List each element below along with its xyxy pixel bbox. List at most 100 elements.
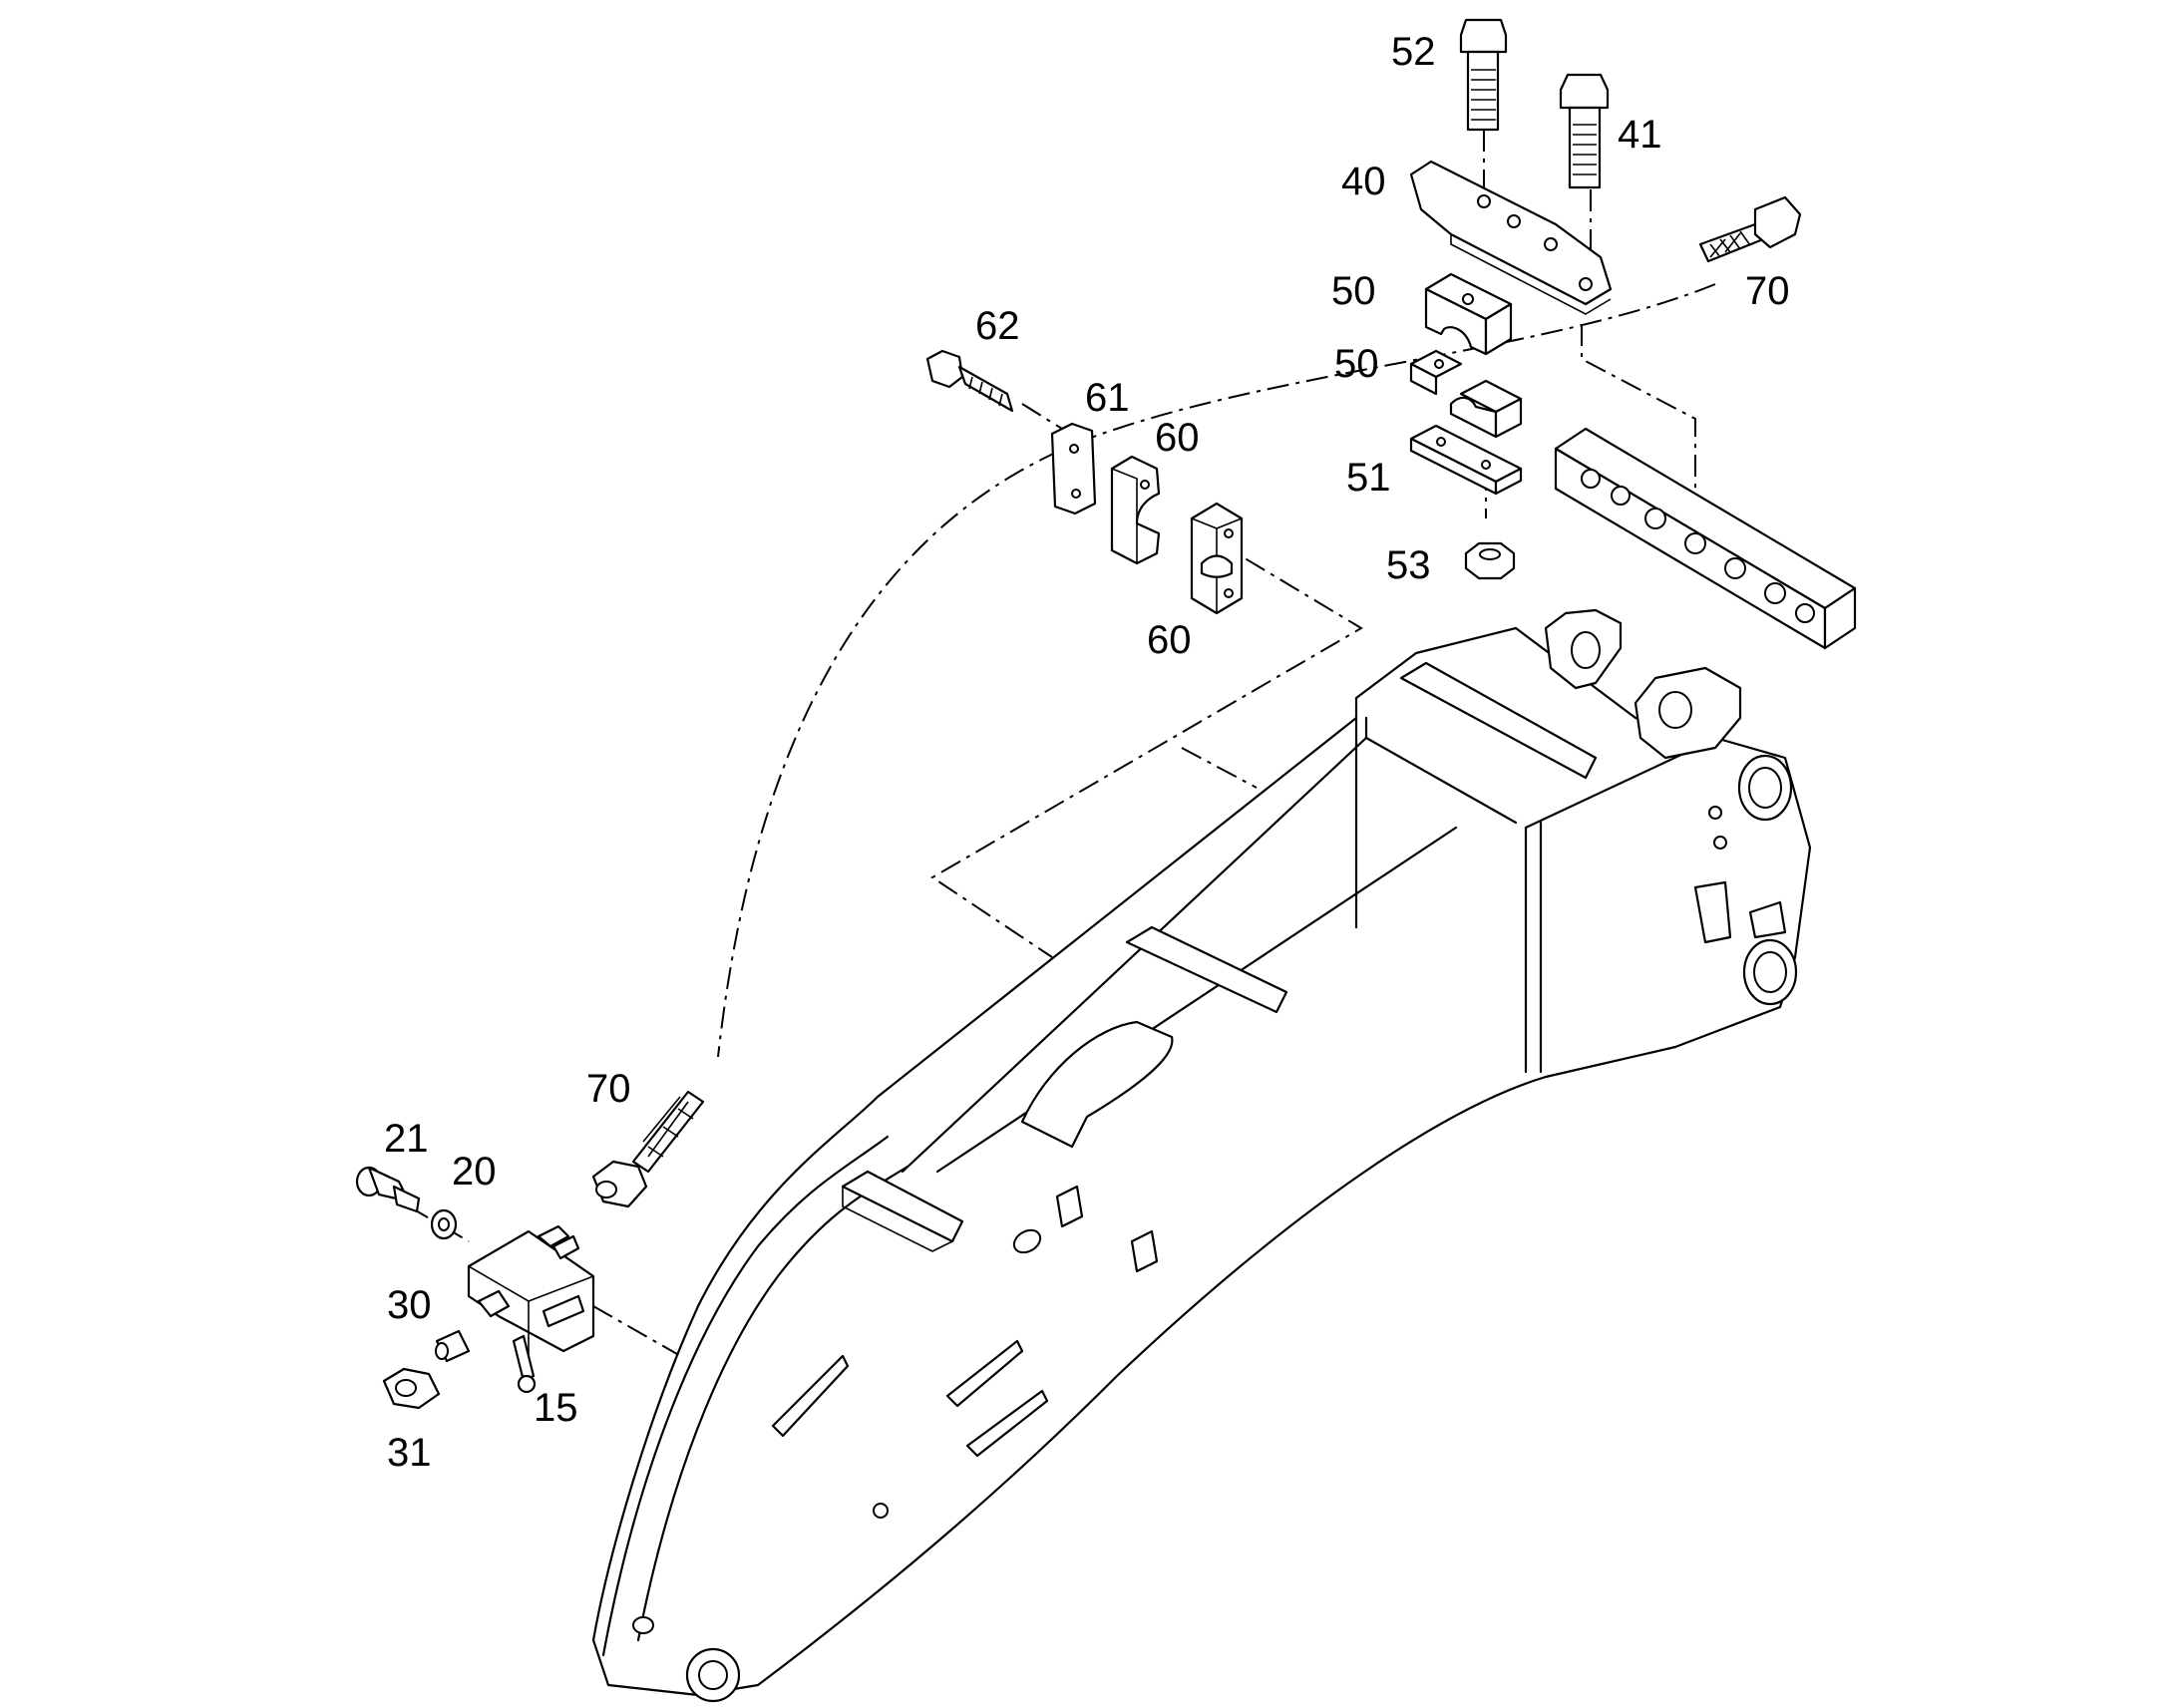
hose-fitting-70-bottom — [591, 1090, 705, 1208]
label-30: 30 — [387, 1283, 432, 1327]
side-rail-1 — [771, 1354, 850, 1438]
label-61: 61 — [1085, 376, 1130, 420]
head-bracket-left-hole — [1571, 631, 1601, 669]
fitting-70-top-knurl — [1709, 230, 1751, 258]
adapter-30-bore — [435, 1342, 449, 1360]
bolt-41-shank — [1568, 106, 1602, 189]
nut-31-hole — [395, 1379, 417, 1397]
boom-side-ridge — [935, 826, 1458, 1174]
side-clip-2 — [1130, 1229, 1159, 1273]
clamp-60b-hole-1 — [1224, 528, 1234, 538]
rail-hole-7 — [1795, 603, 1815, 623]
nut-53 — [1464, 541, 1516, 580]
rail-hole-6 — [1764, 582, 1786, 604]
side-lug — [1693, 880, 1732, 944]
bolt-62-thread — [968, 376, 1003, 407]
nut-53-body — [1464, 541, 1516, 580]
plate-51-side — [1494, 467, 1523, 496]
bolt21-axis-line — [408, 1205, 470, 1242]
rail-top — [1554, 427, 1857, 610]
label-21: 21 — [384, 1117, 429, 1161]
valve-block-15 — [467, 1224, 595, 1394]
boom-body — [591, 626, 1812, 1697]
clamp-block-50-upper — [1424, 272, 1513, 356]
side-rail-2 — [945, 1339, 1024, 1408]
boom-head-top — [1524, 751, 1687, 830]
bolt-41 — [1559, 73, 1610, 189]
clamp-60b-groove — [1200, 554, 1234, 578]
plate-40-hole-2 — [1507, 214, 1521, 228]
clamp-block-50-lower — [1409, 349, 1523, 439]
label-15: 15 — [534, 1386, 578, 1430]
label-40: 40 — [1341, 160, 1386, 203]
rail-hole-3 — [1644, 508, 1666, 529]
plate-40-hole-4 — [1579, 277, 1593, 291]
clamp-60b-hole-2 — [1224, 588, 1234, 598]
label-31: 31 — [387, 1431, 432, 1475]
side-block — [1748, 900, 1787, 939]
boom-box-top — [1364, 736, 1518, 825]
plate-51 — [1409, 424, 1523, 496]
block-50b-right-side — [1494, 397, 1523, 439]
label-20: 20 — [452, 1150, 497, 1194]
nut-53-hole — [1479, 548, 1501, 560]
clamp-half-60-upper — [1110, 455, 1161, 565]
boom-web-opening — [1020, 1020, 1174, 1149]
clamp-60a-hole — [1140, 480, 1150, 490]
bolt-62 — [925, 349, 1014, 413]
cross-plate-lower-edge — [842, 1187, 953, 1252]
plate-61-hole-1 — [1069, 444, 1079, 454]
fitting-70-top-hex — [1753, 195, 1802, 249]
valve-15-slot — [542, 1294, 585, 1328]
clamp-60a-body — [1110, 455, 1161, 565]
valve-15-port — [537, 1224, 570, 1248]
block-50a-hole — [1462, 293, 1474, 305]
plate-51-hole-1 — [1436, 437, 1446, 447]
fitting-70-bottom-body — [631, 1090, 705, 1174]
pivot-eye-upper-hole — [1748, 767, 1782, 809]
label-50-lower: 50 — [1334, 342, 1379, 386]
head-bracket-right-hole — [1658, 691, 1692, 729]
bolt-62-head — [925, 349, 964, 389]
valve-to-boom-line — [557, 1285, 699, 1367]
block-50a-side — [1484, 302, 1513, 356]
plate-40 — [1409, 160, 1613, 315]
perforated-rail — [1554, 427, 1857, 650]
label-53: 53 — [1386, 543, 1431, 587]
label-70-top: 70 — [1745, 269, 1790, 313]
hose-fitting-70-top — [1698, 195, 1802, 263]
side-clip-1 — [1055, 1185, 1084, 1228]
side-hole-1 — [1708, 806, 1722, 820]
side-boss — [873, 1503, 889, 1519]
hose-route-line — [717, 283, 1716, 1058]
valve-15-lever — [512, 1334, 536, 1383]
bolt-21 — [355, 1166, 421, 1213]
foot-pin — [632, 1616, 654, 1634]
side-rail-3 — [965, 1389, 1049, 1458]
label-52: 52 — [1391, 30, 1436, 74]
clamp-to-rail-line — [1581, 324, 1696, 509]
plate-51-hole-2 — [1481, 460, 1491, 470]
label-50-upper: 50 — [1331, 269, 1376, 313]
cross-plate-top — [1399, 661, 1598, 780]
boom-inner-line — [1181, 747, 1258, 789]
bolt-52-head — [1459, 18, 1508, 54]
valve-15-side-port — [477, 1289, 511, 1318]
bolt-52 — [1459, 18, 1508, 132]
rail-hole-2 — [1611, 486, 1631, 506]
plate-40-edge — [1450, 234, 1612, 315]
side-hole-2 — [1713, 836, 1727, 850]
fitting-70-bottom-bore — [595, 1181, 617, 1198]
bolt62-axis-line — [1021, 403, 1063, 430]
block-50b-left-front — [1409, 362, 1438, 396]
clamp-to-boom-line — [930, 537, 1363, 958]
label-51: 51 — [1346, 456, 1391, 500]
bolt-21-thread — [392, 1185, 421, 1213]
side-oval-hole — [1012, 1228, 1042, 1254]
bolt-52-shank — [1466, 50, 1500, 132]
washer-20-hole — [438, 1217, 450, 1231]
rail-hole-1 — [1581, 469, 1601, 489]
label-60-upper: 60 — [1155, 416, 1200, 460]
label-41: 41 — [1618, 113, 1662, 157]
